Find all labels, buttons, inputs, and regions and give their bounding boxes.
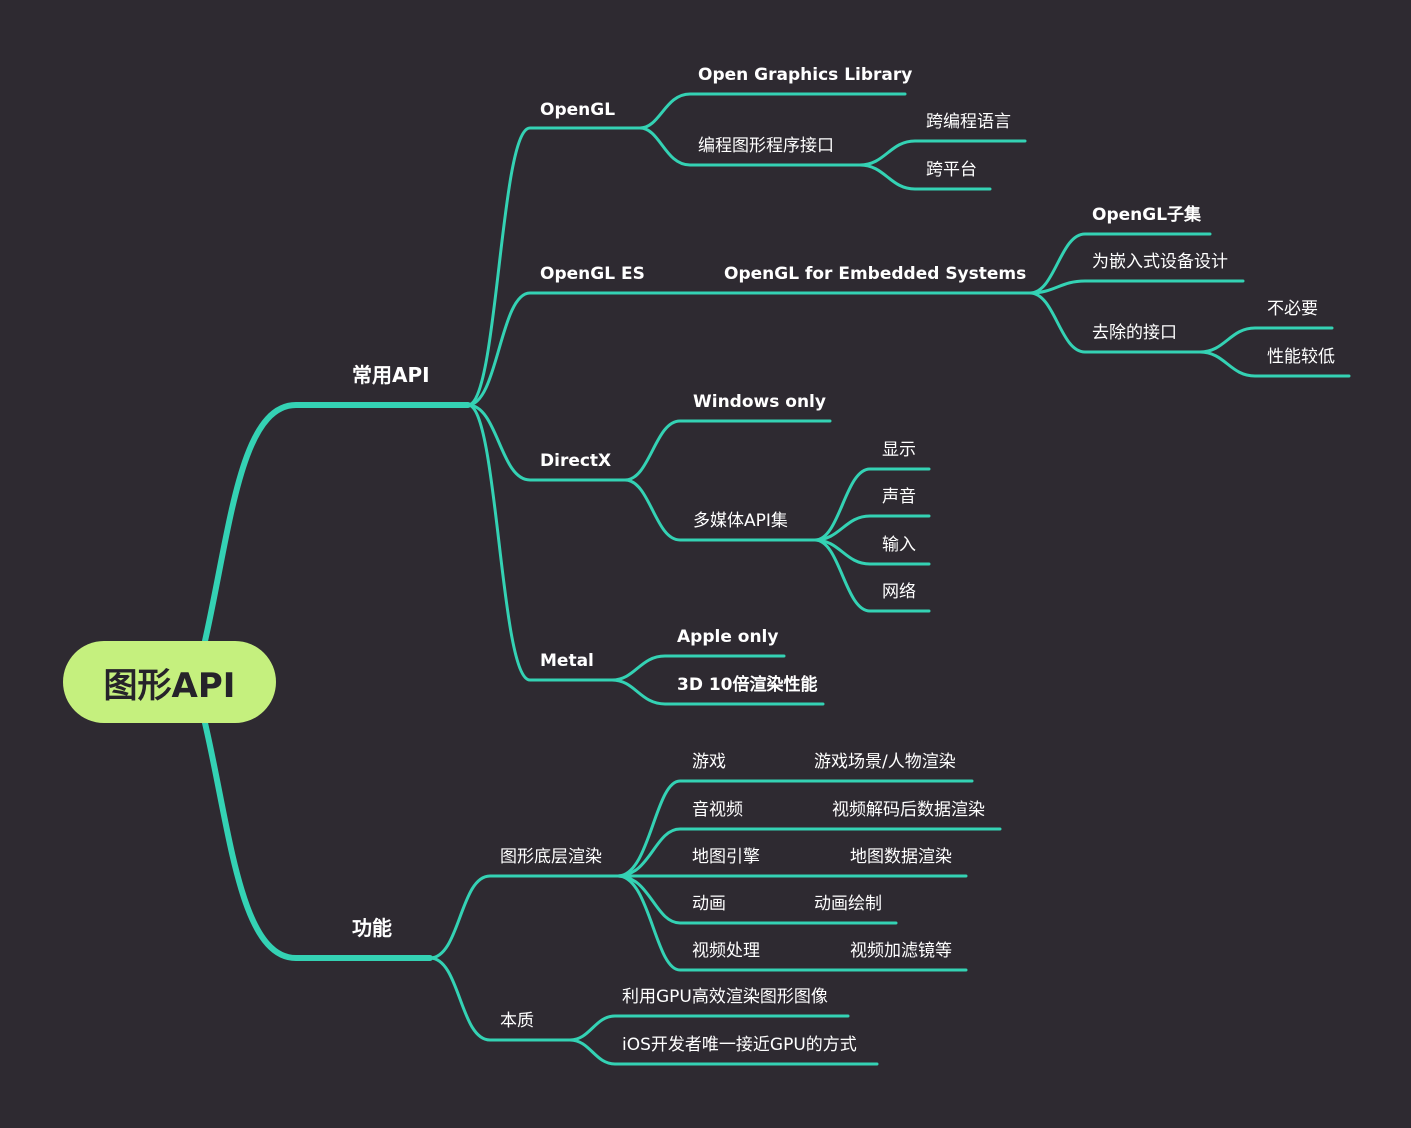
node-animation-drawing[interactable]: 动画绘制 [814, 894, 882, 914]
connector-opengl [466, 126, 642, 407]
connector-gles-subset [1028, 232, 1212, 295]
connector-low-perf [1198, 350, 1351, 378]
branch-function[interactable]: 功能 [352, 916, 392, 940]
connector-sound [813, 514, 931, 542]
node-video-processing[interactable]: 视频处理 [692, 941, 760, 961]
node-removed-interfaces[interactable]: 去除的接口 [1092, 323, 1177, 343]
node-map-data-rendering[interactable]: 地图数据渲染 [850, 847, 952, 867]
connector-opengl-fullname [638, 92, 907, 130]
node-network[interactable]: 网络 [882, 582, 916, 602]
node-cross-platform[interactable]: 跨平台 [926, 160, 977, 180]
node-ios-gpu-access[interactable]: iOS开发者唯一接近GPU的方式 [622, 1035, 857, 1055]
node-map-engine[interactable]: 地图引擎 [692, 847, 760, 867]
connector-av [616, 827, 1002, 878]
connector-game [616, 779, 974, 878]
node-opengl[interactable]: OpenGL [540, 100, 616, 120]
node-cross-language[interactable]: 跨编程语言 [926, 112, 1011, 132]
connector-windows-only [623, 419, 832, 482]
connector-rendering [428, 874, 620, 960]
node-apple-only[interactable]: Apple only [677, 627, 779, 647]
node-display[interactable]: 显示 [882, 440, 916, 460]
connector-root-function [202, 720, 433, 961]
node-animation[interactable]: 动画 [692, 894, 726, 914]
connector-root-common [202, 402, 471, 644]
node-opengl-subset[interactable]: OpenGL子集 [1092, 205, 1202, 225]
connector-video [616, 874, 968, 972]
connector-multimedia [623, 478, 817, 542]
connector-opengles [466, 291, 1032, 407]
root-node[interactable]: 图形API [63, 641, 276, 723]
connector-essence [428, 956, 572, 1042]
node-video-filters[interactable]: 视频加滤镜等 [850, 941, 952, 961]
connector-network [813, 538, 931, 613]
connector-gpu-render [568, 1014, 850, 1042]
node-essence[interactable]: 本质 [500, 1011, 534, 1031]
connector-metal [466, 403, 614, 682]
connector-unnecessary [1198, 326, 1334, 354]
node-unnecessary[interactable]: 不必要 [1267, 299, 1318, 319]
connector-gles-embedded [1028, 279, 1245, 295]
connector-gles-removed [1028, 291, 1202, 354]
node-low-level-rendering[interactable]: 图形底层渲染 [500, 847, 602, 867]
connector-opengl-interface [638, 126, 862, 167]
connector-cross-language [858, 139, 1027, 167]
node-low-performance[interactable]: 性能较低 [1267, 347, 1335, 367]
node-3d-performance[interactable]: 3D 10倍渲染性能 [677, 675, 818, 695]
node-directx[interactable]: DirectX [540, 451, 612, 471]
connector-cross-platform [858, 163, 992, 191]
node-windows-only[interactable]: Windows only [693, 392, 826, 412]
connector-ios-gpu [568, 1038, 879, 1066]
node-opengl-embedded[interactable]: OpenGL for Embedded Systems [724, 264, 1027, 284]
node-game-rendering[interactable]: 游戏场景/人物渲染 [814, 752, 956, 772]
node-gpu-rendering[interactable]: 利用GPU高效渲染图形图像 [622, 987, 828, 1007]
connector-display [813, 467, 931, 542]
node-sound[interactable]: 声音 [882, 487, 916, 507]
node-open-graphics-library[interactable]: Open Graphics Library [698, 65, 913, 85]
node-decoded-video-rendering[interactable]: 视频解码后数据渲染 [832, 800, 985, 820]
node-opengles[interactable]: OpenGL ES [540, 264, 645, 284]
connector-directx [466, 403, 627, 482]
node-multimedia-api[interactable]: 多媒体API集 [693, 511, 788, 531]
node-metal[interactable]: Metal [540, 651, 594, 671]
node-input[interactable]: 输入 [882, 535, 916, 555]
node-embedded-design[interactable]: 为嵌入式设备设计 [1092, 252, 1228, 272]
node-programming-interface[interactable]: 编程图形程序接口 [698, 136, 834, 156]
connector-metal-perf [610, 678, 825, 706]
connector-apple-only [610, 654, 786, 682]
node-audio-video[interactable]: 音视频 [692, 800, 743, 820]
branch-common-api[interactable]: 常用API [352, 363, 430, 387]
node-game[interactable]: 游戏 [692, 752, 726, 772]
